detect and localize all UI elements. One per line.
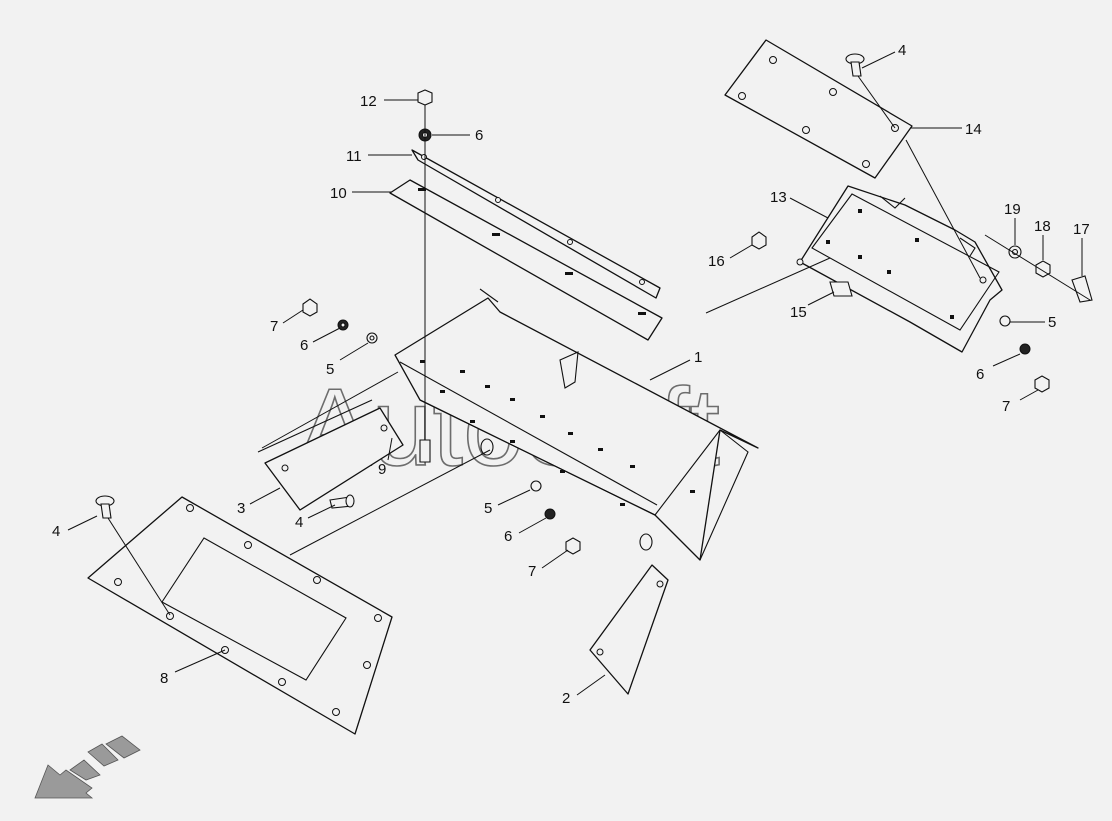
leader-lines <box>67 51 1083 696</box>
callout-16: 16 <box>708 253 725 270</box>
nut-7-left <box>302 298 318 317</box>
callout-14: 14 <box>965 121 982 138</box>
callout-1: 1 <box>694 349 702 366</box>
washer-5-right <box>999 315 1011 327</box>
nut-7-right <box>1034 375 1050 393</box>
wing-nut-17 <box>1071 275 1093 303</box>
arrow-down-left-icon <box>34 735 141 799</box>
part-11-strip <box>411 149 661 299</box>
callout-4-small: 4 <box>295 514 303 531</box>
alignment-lines <box>107 75 1091 616</box>
callout-4-right: 4 <box>898 42 906 59</box>
callout-6-right: 6 <box>976 366 984 383</box>
callout-15: 15 <box>790 304 807 321</box>
bolt-9 <box>419 439 431 463</box>
callout-19: 19 <box>1004 201 1021 218</box>
nut-18 <box>1035 260 1051 278</box>
washer-5-mid <box>530 480 542 492</box>
callout-13: 13 <box>770 189 787 206</box>
callout-18: 18 <box>1034 218 1051 235</box>
callouts: 12 6 11 10 7 6 5 1 3 4 9 4 8 2 5 6 7 4 1… <box>52 42 1090 707</box>
callout-17: 17 <box>1073 221 1090 238</box>
callout-5-left: 5 <box>326 361 334 378</box>
part-3-bracket <box>257 399 404 511</box>
callout-8: 8 <box>160 670 168 687</box>
callout-5-right: 5 <box>1048 314 1056 331</box>
part-14-top-plate <box>724 39 913 179</box>
part-2-side-gusset <box>589 564 669 695</box>
hardware <box>95 53 1093 555</box>
callout-6-left: 6 <box>300 337 308 354</box>
callout-12: 12 <box>360 93 377 110</box>
callout-7-right: 7 <box>1002 398 1010 415</box>
part-13-bracket-plate <box>796 185 1003 353</box>
nut-7-mid <box>565 537 581 555</box>
washer-6-mid <box>544 508 556 520</box>
nut-16 <box>751 231 767 250</box>
callout-7-left: 7 <box>270 318 278 335</box>
callout-11: 11 <box>346 148 362 165</box>
part-1-main-shroud <box>394 288 759 561</box>
nut-12 <box>417 89 433 106</box>
part-10-strip <box>389 179 663 341</box>
callout-2: 2 <box>562 690 570 707</box>
callout-4-left: 4 <box>52 523 60 540</box>
part-8-front-plate <box>87 496 393 735</box>
bolt-15 <box>829 281 853 297</box>
callout-6-top: 6 <box>475 127 483 144</box>
callout-5-mid: 5 <box>484 500 492 517</box>
callout-7-mid: 7 <box>528 563 536 580</box>
callout-9: 9 <box>378 461 386 478</box>
washer-6-right <box>1019 343 1031 355</box>
callout-10: 10 <box>330 185 347 202</box>
callout-3: 3 <box>237 500 245 517</box>
callout-6-mid: 6 <box>504 528 512 545</box>
